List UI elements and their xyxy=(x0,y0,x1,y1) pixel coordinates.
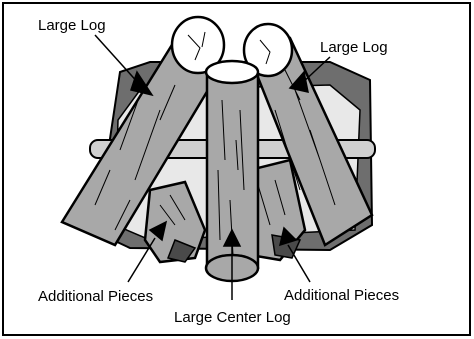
label-large-log-left: Large Log xyxy=(38,17,106,34)
label-large-log-right: Large Log xyxy=(320,39,388,56)
label-additional-pieces-left: Additional Pieces xyxy=(38,288,153,305)
log-end xyxy=(206,61,258,83)
label-additional-pieces-right: Additional Pieces xyxy=(284,287,399,304)
label-large-center-log: Large Center Log xyxy=(174,309,291,326)
